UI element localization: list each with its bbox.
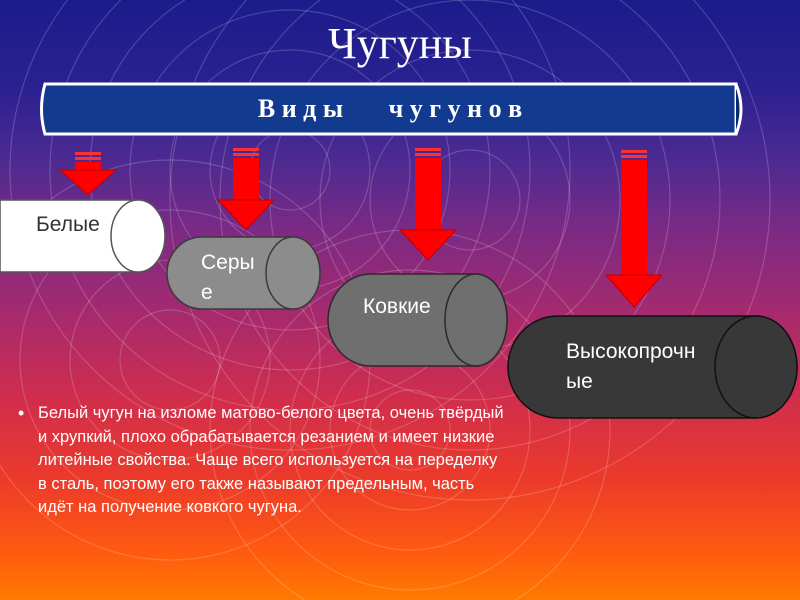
cylinder-label-dark-gray: Ковкие [363,295,431,318]
cylinder-label-gray: Серые [201,251,255,304]
banner-shape [40,82,743,136]
slide-title: Чугуны [328,19,472,68]
cylinder-white [0,199,166,273]
arrow-down-icon [216,148,276,231]
cylinder-label-white: Белые [36,213,100,236]
description-text: Белый чугун на изломе матово-белого цвет… [38,404,504,516]
bullet-point: • [18,403,25,423]
arrow-down-icon [604,150,664,308]
cylinder-charcoal [507,315,798,419]
arrow-down-icon [58,152,118,196]
cylinder-dark-gray [327,273,508,367]
banner-heading: В и д ы ч у г у н о в [257,94,523,123]
cylinder-label-charcoal: Высокопрочные [566,340,696,393]
description-paragraph: • Белый чугун на изломе матово-белого цв… [18,402,508,520]
cylinder-gray [166,236,321,310]
arrow-down-icon [398,148,458,261]
